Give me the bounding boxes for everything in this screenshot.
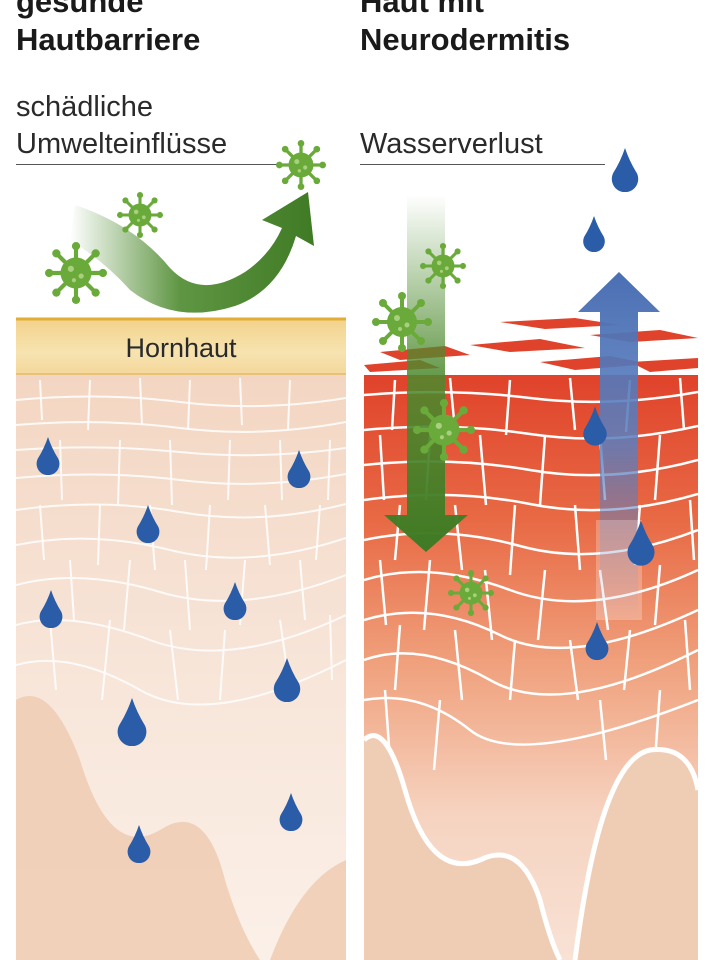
virus-icon	[372, 292, 432, 352]
right-label-rule	[360, 164, 605, 165]
left-title-line2: Hautbarriere	[16, 22, 201, 57]
arrow-down-icon	[384, 195, 468, 552]
virus-icon	[45, 242, 107, 304]
virus-icon	[413, 399, 475, 461]
left-label-line2: Umwelteinflüsse	[16, 128, 228, 160]
healthy-skin	[16, 317, 346, 960]
right-label: Wasserverlust	[360, 128, 543, 160]
left-title-line1: gesunde	[16, 0, 144, 19]
water-drop-icon	[611, 148, 639, 192]
horny-layer	[16, 318, 346, 375]
virus-icon	[448, 570, 494, 616]
virus-icon	[117, 192, 163, 238]
right-title-line2: Neurodermitis	[360, 22, 571, 57]
right-title-line1: Haut mit	[360, 0, 484, 19]
virus-icon	[420, 243, 466, 289]
left-label-line1: schädliche	[16, 91, 154, 123]
left-label-rule	[16, 164, 278, 165]
virus-icon	[276, 140, 326, 190]
horny-layer-label: Hornhaut	[125, 333, 237, 363]
curved-arrow-icon	[70, 192, 314, 313]
water-drop-icon	[583, 216, 605, 252]
